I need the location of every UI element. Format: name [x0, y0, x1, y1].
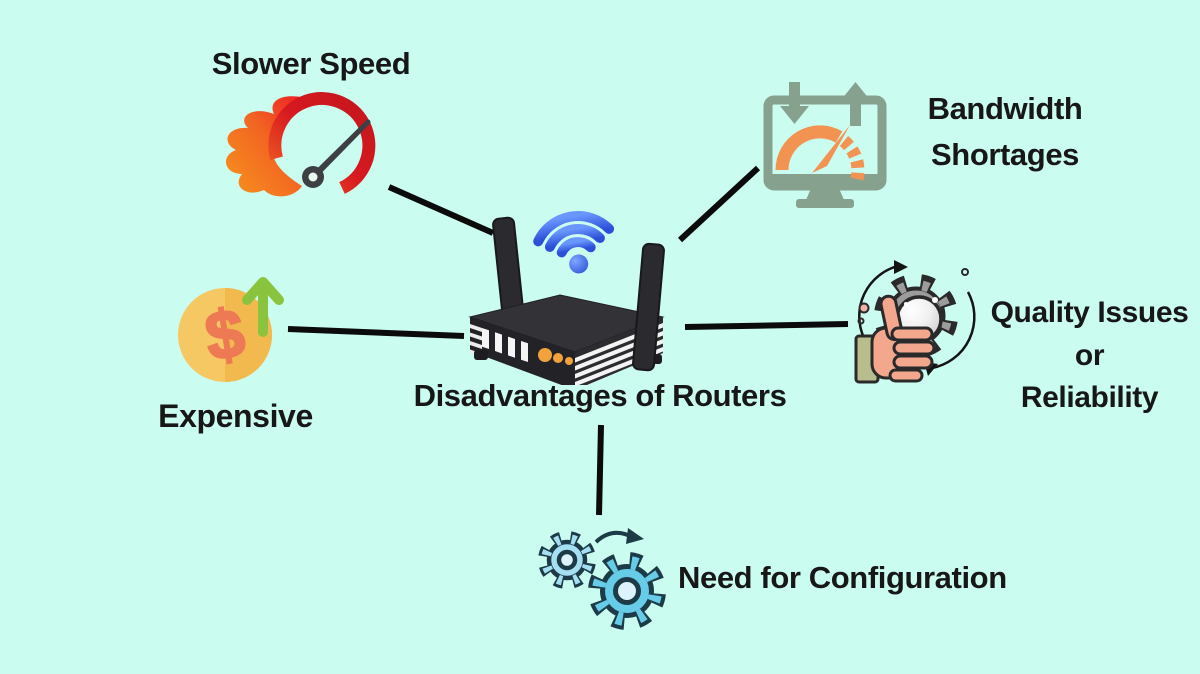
rising-cost-coin-icon: $ [178, 277, 284, 382]
quality-gear-thumbs-up-icon [854, 260, 976, 384]
connector-line-expensive [287, 326, 465, 339]
configuration-gears-icon [538, 528, 666, 630]
bandwidth-monitor-icon [763, 82, 887, 208]
router-antenna-right [632, 242, 665, 372]
connector-line-bandwidth-shortages [677, 165, 761, 243]
router-led [538, 348, 552, 362]
node-label-quality-issues: Quality Issues or Reliability [990, 296, 1189, 415]
diagram-title: Disadvantages of Routers [413, 378, 787, 413]
connector-line-need-for-configuration [596, 424, 604, 516]
connector-line-quality-issues [684, 321, 849, 330]
wifi-router-icon [468, 211, 665, 385]
node-label-need-for-configuration: Need for Configuration [678, 560, 1007, 595]
wifi-signal-icon [533, 211, 615, 274]
node-label-expensive: Expensive [158, 398, 313, 434]
node-label-bandwidth-shortages: Bandwidth Shortages [927, 91, 1083, 172]
flame-speedometer-icon [225, 92, 376, 197]
node-label-slower-speed: Slower Speed [211, 46, 411, 81]
router-led [565, 357, 573, 365]
connector-line-slower-speed [387, 184, 495, 236]
router-led [553, 353, 563, 363]
